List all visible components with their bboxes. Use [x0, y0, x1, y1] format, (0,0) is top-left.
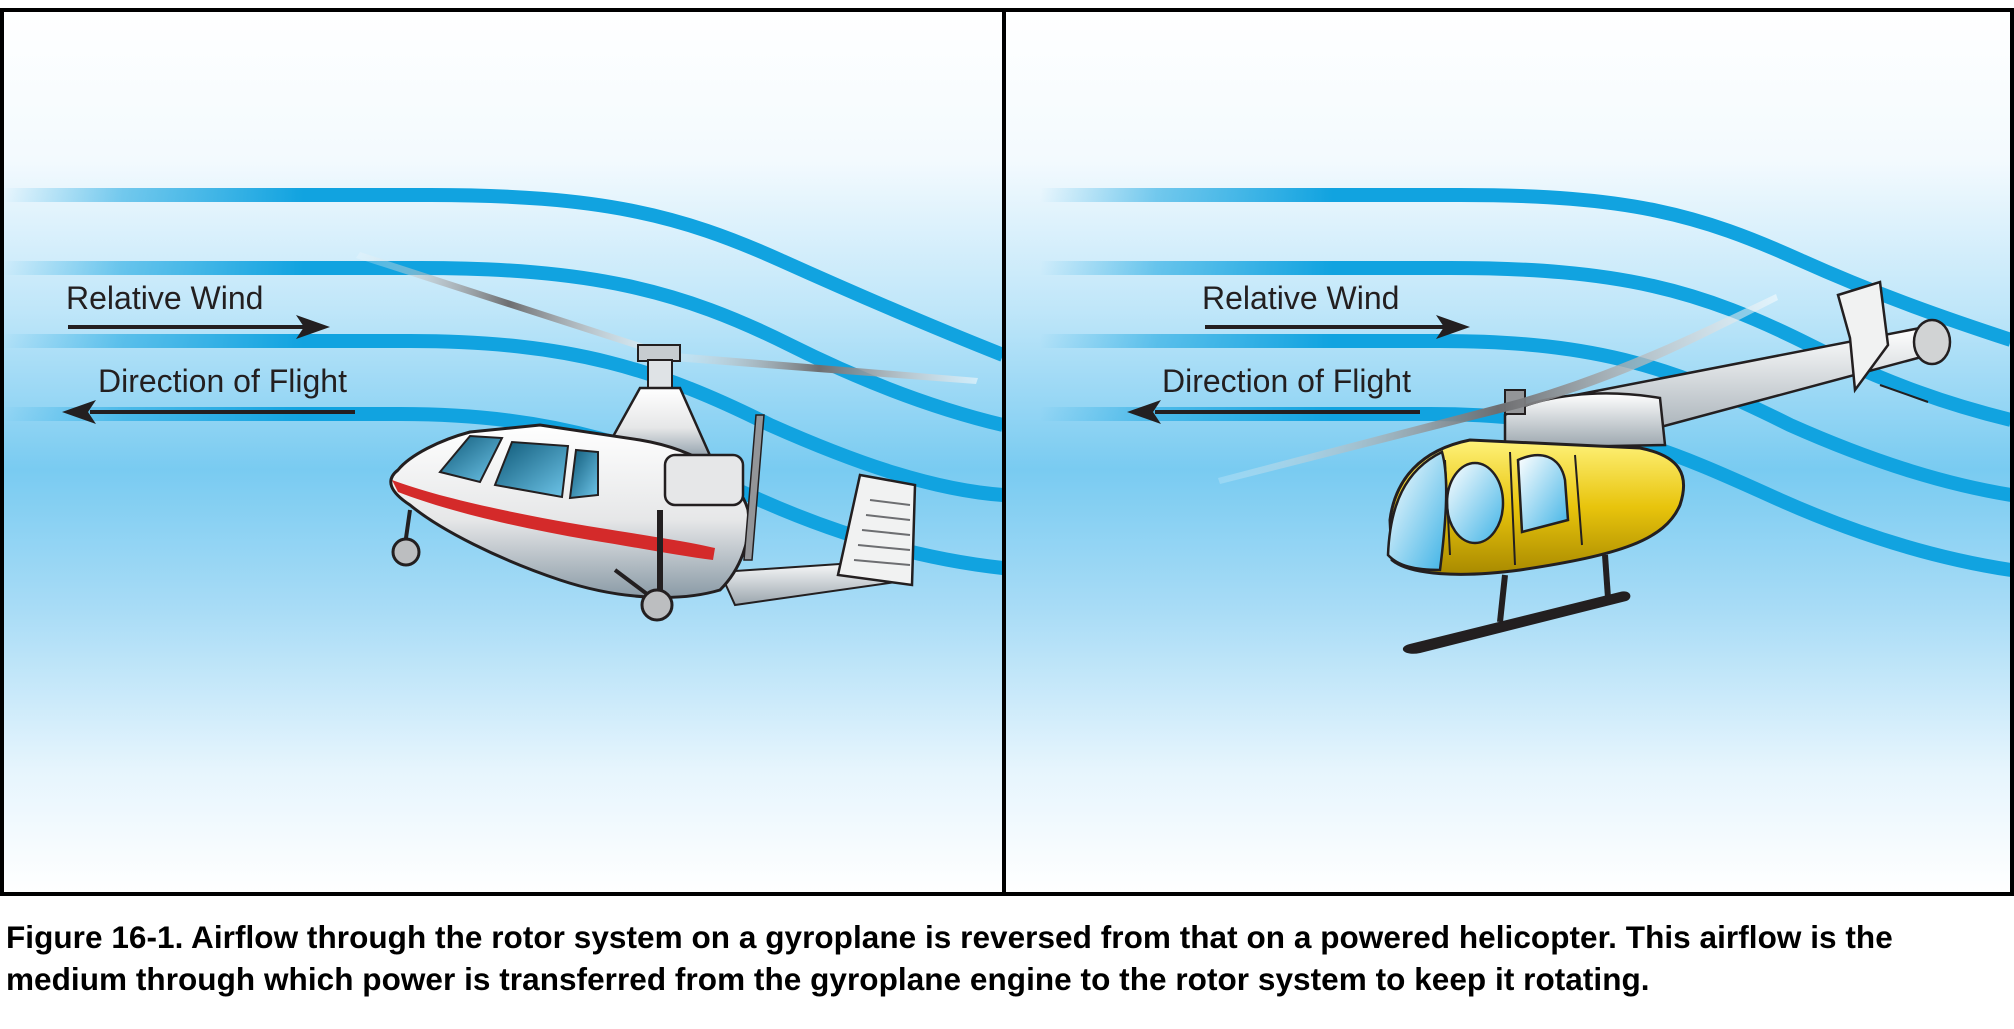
direction-of-flight-label: Direction of Flight: [1162, 363, 1411, 399]
helicopter-panel: Relative Wind Direction of Flight: [1006, 11, 2014, 893]
airflow-line: [1040, 188, 2014, 347]
airflow-line: [3, 188, 1006, 362]
gyroplane-nose-wheel: [391, 537, 421, 567]
relative-wind-label: Relative Wind: [66, 280, 263, 316]
gyroplane-main-wheel: [640, 588, 674, 622]
helicopter-window: [1445, 461, 1505, 545]
figure-diagram: Relative Wind Direction of Flight: [0, 8, 2014, 896]
gyroplane-stripe: [392, 480, 715, 560]
airflow-line: [3, 261, 1005, 432]
helicopter-rotor-blade: [1218, 294, 1778, 484]
gyroplane-rotor-blade: [356, 252, 662, 356]
airflow-line: [1040, 334, 2013, 502]
helicopter-illustration: [1218, 280, 1952, 654]
relative-wind-label: Relative Wind: [1202, 280, 1399, 316]
relative-wind-arrow: [68, 315, 330, 339]
gyroplane-panel: Relative Wind Direction of Flight: [3, 11, 1006, 893]
gyroplane-illustration: [356, 252, 978, 622]
helicopter-window: [1516, 453, 1570, 534]
direction-of-flight-arrow: [62, 400, 355, 424]
direction-of-flight-arrow: [1127, 400, 1420, 424]
gyroplane-window: [438, 434, 504, 484]
diagram-frame: [0, 8, 2014, 896]
gyroplane-window: [493, 440, 570, 499]
airflow-line: [3, 334, 1004, 502]
helicopter-tail-fin: [1836, 280, 1890, 394]
gyroplane-window: [568, 448, 599, 500]
gyroplane-rotor-blade: [660, 352, 978, 384]
helicopter-skids: [1402, 554, 1631, 654]
figure-caption: Figure 16-1. Airflow through the rotor s…: [6, 919, 1893, 997]
airflow-line: [1040, 261, 2013, 427]
gyroplane-engine: [663, 453, 745, 507]
relative-wind-arrow: [1205, 315, 1470, 339]
gyroplane-propeller: [743, 414, 765, 561]
direction-of-flight-label: Direction of Flight: [98, 363, 347, 399]
